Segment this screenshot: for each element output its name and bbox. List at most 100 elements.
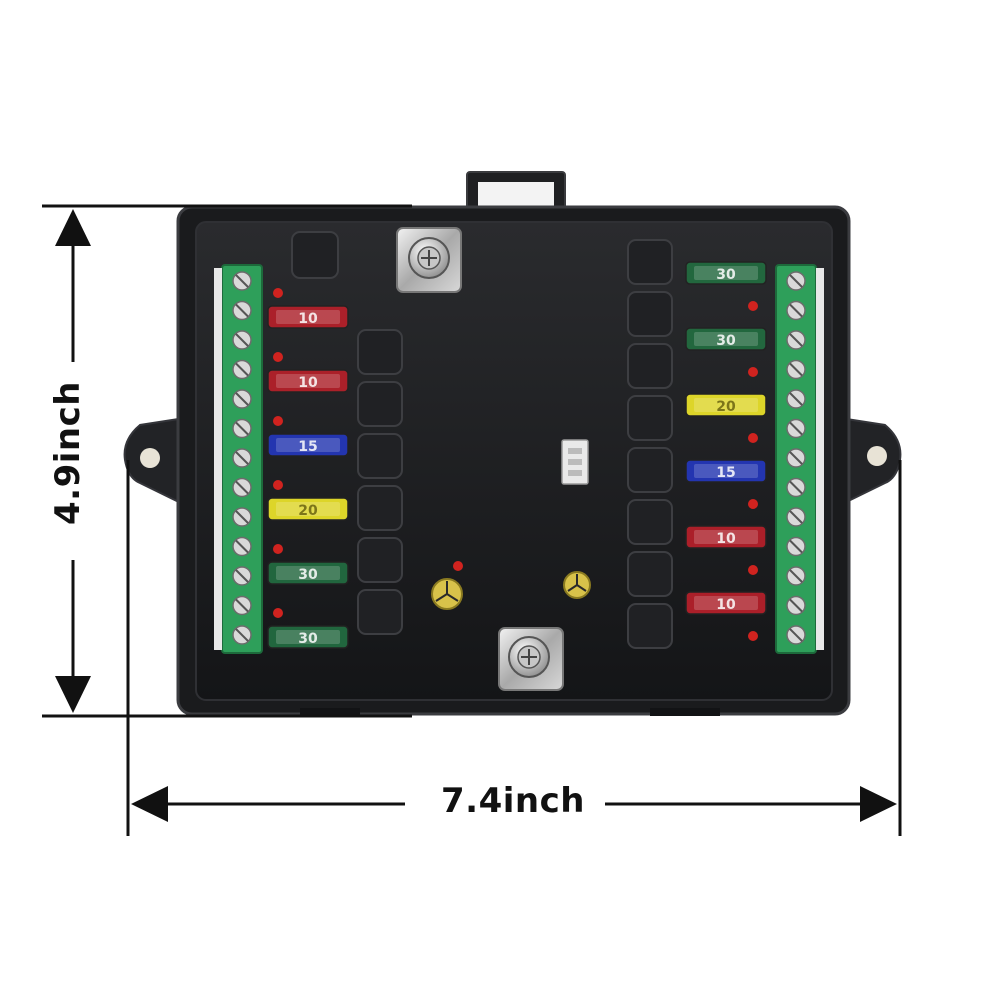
- relay-socket: [627, 291, 673, 337]
- relay-socket: [357, 537, 403, 583]
- blade-fuse: 30: [267, 625, 349, 649]
- relay-socket: [291, 231, 339, 279]
- fuse-window: [276, 630, 340, 644]
- fuse-rating: 30: [298, 567, 318, 583]
- fuse-rating: 20: [298, 503, 318, 519]
- screw-slot: [235, 480, 249, 495]
- fuse-body: [267, 369, 349, 393]
- screw-slot: [789, 451, 803, 465]
- screw-slot: [789, 598, 803, 613]
- red-led: [273, 416, 283, 426]
- width-dimension: [126, 460, 902, 836]
- relay-socket: [627, 395, 673, 441]
- fuse-window: [276, 310, 340, 324]
- fuse-box-case: [123, 171, 902, 716]
- fuse-rating: 10: [716, 597, 736, 613]
- capacitor-left: [431, 561, 463, 610]
- white-connector: [561, 439, 589, 485]
- fuse-rating: 30: [716, 333, 736, 349]
- blade-fuse: 15: [685, 459, 767, 483]
- busbar-terminal-bottom: [498, 627, 564, 691]
- red-led: [273, 544, 283, 554]
- screw-slot: [789, 303, 803, 318]
- relay-socket: [627, 447, 673, 493]
- screw-slot: [789, 392, 803, 406]
- fuse-body: [267, 625, 349, 649]
- terminal-label-strip: [816, 268, 824, 650]
- blade-fuse: 30: [685, 327, 767, 351]
- fuse-rating: 30: [716, 267, 736, 283]
- blade-fuse: 15: [267, 433, 349, 457]
- blade-fuse: 20: [267, 497, 349, 521]
- screw-slot: [789, 480, 803, 495]
- busbar-terminal-top: [396, 227, 462, 293]
- red-led: [748, 565, 758, 575]
- blade-fuse: 10: [267, 305, 349, 329]
- screw-slot: [789, 510, 803, 524]
- screw-slot: [789, 628, 803, 642]
- red-led: [273, 480, 283, 490]
- fuse-window: [694, 464, 758, 478]
- fuse-rating: 10: [716, 531, 736, 547]
- relay-socket: [357, 485, 403, 531]
- screw-slot: [235, 274, 249, 288]
- width-label: 7.4inch: [441, 781, 585, 821]
- relay-socket: [627, 603, 673, 649]
- red-led: [748, 433, 758, 443]
- fuse-body: [685, 393, 767, 417]
- red-led: [273, 288, 283, 298]
- red-led: [273, 608, 283, 618]
- screw-slot: [789, 539, 803, 554]
- red-led: [273, 352, 283, 362]
- red-led: [748, 367, 758, 377]
- relay-socket: [357, 329, 403, 375]
- fuse-body: [267, 497, 349, 521]
- fuse-window: [694, 596, 758, 610]
- fuse-rating: 15: [716, 465, 735, 481]
- blade-fuses: 10 10 15 20 30 30 30 30 20 15 10 10: [267, 261, 767, 649]
- fuse-window: [276, 438, 340, 452]
- right-terminal-block: [775, 264, 824, 654]
- indicator-leds: [273, 288, 758, 641]
- fuse-window: [276, 502, 340, 516]
- terminal-label-strip: [214, 268, 222, 650]
- left-terminal-block: [214, 264, 263, 654]
- screw-slot: [235, 539, 249, 554]
- fuse-body: [267, 561, 349, 585]
- fuse-body: [267, 433, 349, 457]
- fuse-rating: 30: [298, 631, 318, 647]
- blade-fuse: 10: [685, 591, 767, 615]
- relay-socket: [357, 381, 403, 427]
- red-led: [748, 631, 758, 641]
- relay-socket: [627, 551, 673, 597]
- blade-fuse: 20: [685, 393, 767, 417]
- fuse-window: [276, 374, 340, 388]
- screw-slot: [235, 333, 249, 347]
- relay-socket: [627, 343, 673, 389]
- fuse-rating: 15: [298, 439, 317, 455]
- relay-socket: [627, 499, 673, 545]
- screw-slot: [789, 569, 803, 583]
- red-led: [748, 301, 758, 311]
- relay-socket: [627, 239, 673, 285]
- screw-slot: [235, 569, 249, 583]
- fuse-rating: 10: [298, 375, 318, 391]
- screw-slot: [235, 421, 249, 436]
- screw-slot: [235, 598, 249, 613]
- fuse-body: [685, 327, 767, 351]
- red-led: [748, 499, 758, 509]
- blade-fuse: 30: [267, 561, 349, 585]
- blade-fuse: 10: [685, 525, 767, 549]
- fuse-rating: 20: [716, 399, 736, 415]
- fuse-body: [685, 261, 767, 285]
- screw-slot: [235, 510, 249, 524]
- fuse-body: [685, 459, 767, 483]
- capacitor-right: [563, 571, 591, 599]
- relay-socket: [357, 589, 403, 635]
- screw-slot: [235, 303, 249, 318]
- screw-slot: [235, 392, 249, 406]
- relay-socket: [357, 433, 403, 479]
- relay-sockets: [291, 231, 673, 649]
- fuse-window: [694, 266, 758, 280]
